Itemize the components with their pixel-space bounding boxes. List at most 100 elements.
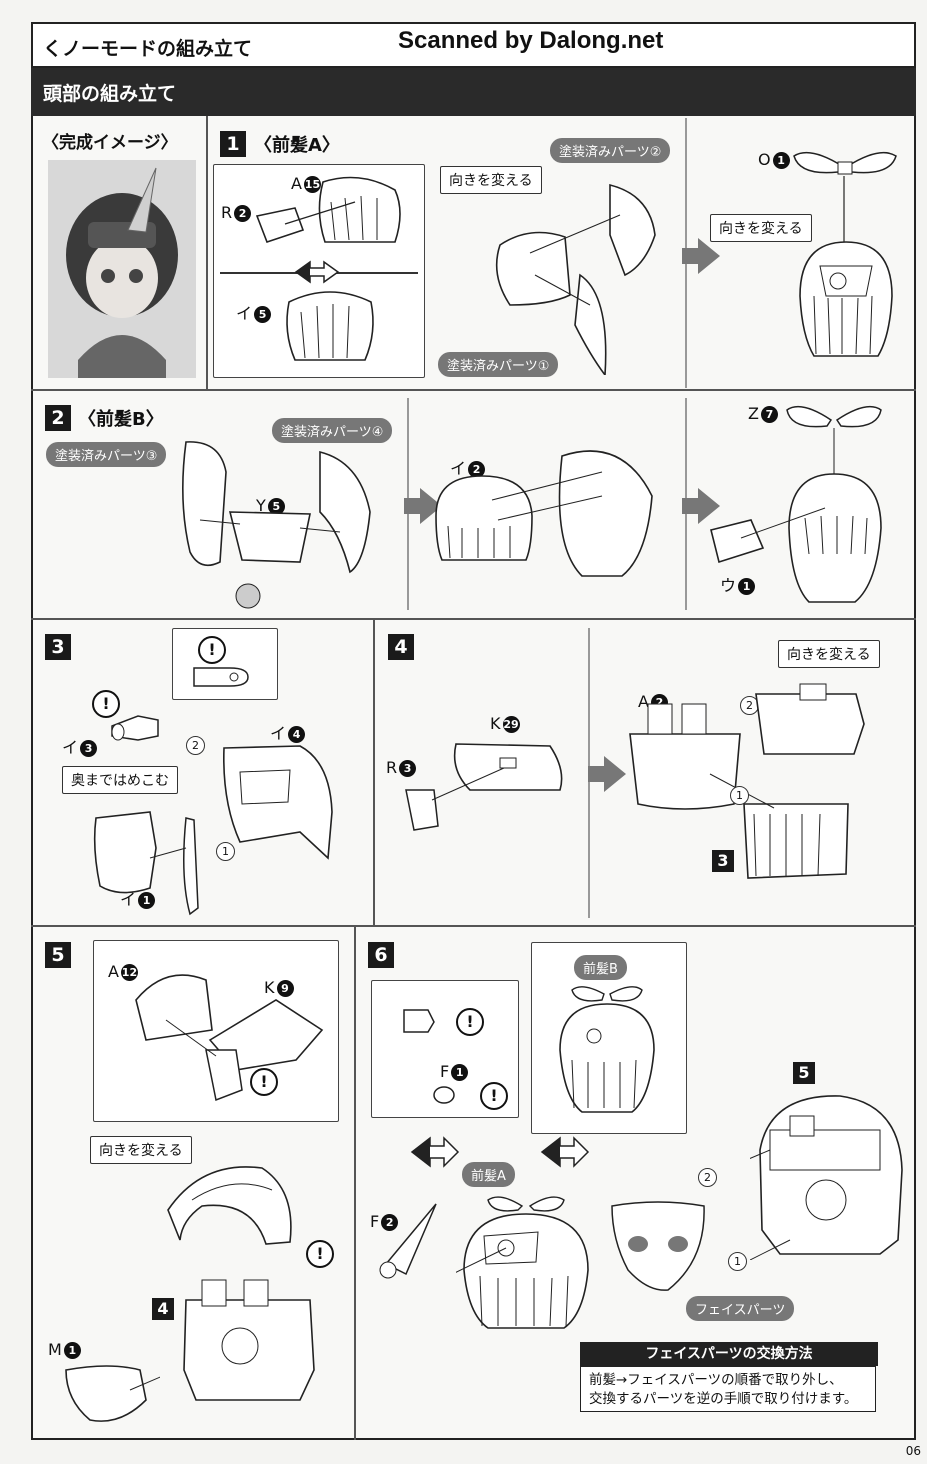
exchange-line: 前髪→フェイスパーツの順番で取り外し、 <box>589 1372 843 1388</box>
bangs-a-with-ribbon <box>793 151 897 357</box>
order-label: 1 <box>730 784 749 805</box>
head-assembly <box>183 1279 315 1401</box>
bangs-label: 前髪B <box>574 955 627 980</box>
step-number: 1 <box>220 131 246 157</box>
sub-step-ref: 4 <box>152 1298 174 1320</box>
bangs-b-with-ribbon <box>710 405 882 603</box>
caution-icon: ! <box>480 1082 508 1110</box>
order-label: 1 <box>216 840 235 861</box>
small-part-icon <box>433 1086 455 1104</box>
callout: 向きを変える <box>778 640 880 668</box>
order-label: 1 <box>728 1250 747 1271</box>
complete-head-photo <box>48 160 196 378</box>
next-arrow-icon <box>682 238 720 274</box>
mask-part <box>65 1365 160 1422</box>
clip-part-icon <box>193 667 249 687</box>
callout: 向きを変える <box>90 1136 192 1164</box>
divider <box>31 618 916 620</box>
step-number: 4 <box>388 634 414 660</box>
painted-part-badge: 塗装済みパーツ④ <box>272 418 393 443</box>
step-number: 5 <box>45 942 71 968</box>
bangs-a-illustration <box>255 176 401 361</box>
bangs-painted-assembly <box>495 183 656 375</box>
head-cover-part <box>167 1166 292 1245</box>
section-title: 頭部の組み立て <box>43 83 177 105</box>
callout: 向きを変える <box>710 214 812 242</box>
head-side-part <box>223 745 333 860</box>
bangs-b-head <box>559 986 655 1113</box>
head-final-assembly <box>750 1095 903 1260</box>
step-title: 〈前髪A〉 <box>254 135 340 156</box>
caution-icon: ! <box>306 1240 334 1268</box>
page-number: 06 <box>905 1444 921 1458</box>
complete-image-label: 〈完成イメージ〉 <box>42 133 178 153</box>
step-number: 2 <box>45 405 71 431</box>
callout: 向きを変える <box>440 166 542 194</box>
divider <box>206 116 208 390</box>
head-shell-parts <box>135 974 324 1102</box>
bangs-label: 前髪A <box>462 1162 515 1187</box>
swap-arrow-icon <box>294 260 340 284</box>
exchange-method-body: 前髪→フェイスパーツの順番で取り外し、 交換するパーツを逆の手順で取り付けます。 <box>580 1366 876 1412</box>
painted-part-badge: 塗装済みパーツ③ <box>46 442 167 467</box>
next-arrow-icon <box>588 756 626 792</box>
head-top-part <box>405 743 563 831</box>
divider <box>354 925 356 1440</box>
divider <box>31 389 916 391</box>
sub-step-ref: 3 <box>712 850 734 872</box>
face-part <box>611 1201 705 1291</box>
scan-credit: Scanned by Dalong.net <box>398 27 664 54</box>
bangs-a-head <box>456 1196 589 1329</box>
step-number: 6 <box>368 942 394 968</box>
step-title: 〈前髪B〉 <box>78 409 164 430</box>
head-side-part <box>93 811 199 916</box>
peg-part <box>111 715 159 741</box>
order-label: 2 <box>698 1166 717 1187</box>
painted-part-badge: 塗装済みパーツ② <box>550 138 671 163</box>
swap-arrow-icon <box>540 1136 590 1168</box>
swap-arrow-icon <box>410 1136 460 1168</box>
painted-part-badge: 塗装済みパーツ① <box>438 352 559 377</box>
section-bar: 頭部の組み立て <box>31 68 916 116</box>
exchange-method-title: フェイスパーツの交換方法 <box>580 1342 878 1366</box>
page-header: くノーモードの組み立て Scanned by Dalong.net <box>31 22 916 68</box>
caution-icon: ! <box>198 636 226 664</box>
next-arrow-icon <box>682 488 720 524</box>
head-assembly <box>629 683 865 879</box>
horn-part <box>379 1203 437 1279</box>
caution-icon: ! <box>456 1008 484 1036</box>
side-hair-assembly <box>182 441 371 609</box>
detail-box <box>172 628 278 700</box>
step-number: 3 <box>45 634 71 660</box>
small-part-icon <box>403 1009 435 1033</box>
caution-icon: ! <box>250 1068 278 1096</box>
order-label: 2 <box>186 734 205 755</box>
exchange-line: 交換するパーツを逆の手順で取り付けます。 <box>589 1391 858 1407</box>
callout: 奥まではめこむ <box>62 766 178 794</box>
divider <box>373 618 375 925</box>
caution-icon: ! <box>92 690 120 718</box>
sub-step-ref: 5 <box>793 1062 815 1084</box>
face-parts-label: フェイスパーツ <box>686 1296 795 1321</box>
bangs-b-assembly <box>435 450 653 577</box>
page-title: くノーモードの組み立て <box>43 38 253 60</box>
divider <box>31 925 916 927</box>
